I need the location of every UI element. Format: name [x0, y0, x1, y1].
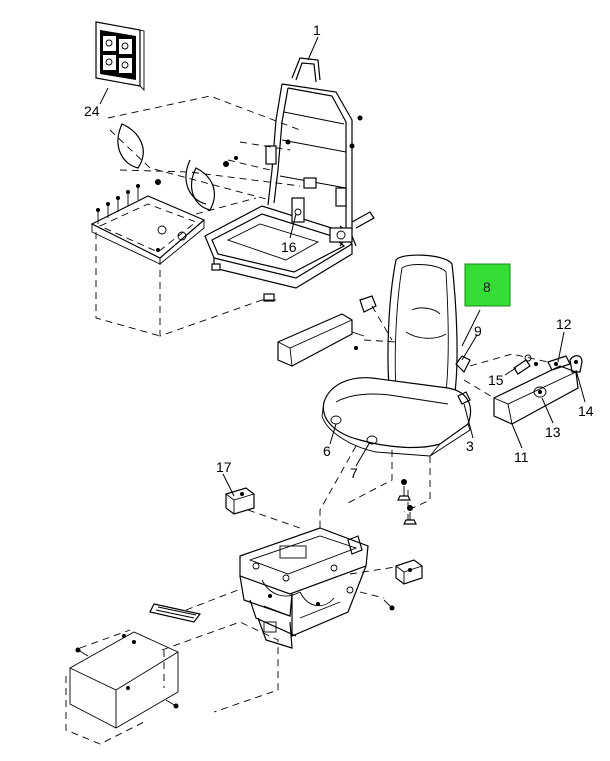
seat-suspension-base [239, 527, 369, 649]
callout-3[interactable]: 3 [466, 438, 474, 454]
callout-6[interactable]: 6 [323, 443, 331, 459]
callout-17[interactable]: 17 [216, 459, 232, 475]
part-17-bracket [225, 487, 255, 515]
callout-1[interactable]: 1 [313, 22, 321, 38]
part-1-seat-back-frame [265, 57, 363, 247]
spacer-strip [149, 603, 202, 623]
left-armrest [277, 295, 397, 367]
part-15-fastener [513, 354, 538, 375]
leader-lines [99, 36, 586, 497]
callout-12[interactable]: 12 [556, 316, 572, 332]
callout-14[interactable]: 14 [578, 403, 594, 419]
seat-base-frame [204, 197, 375, 302]
part-12-armrest-bracket [547, 355, 571, 371]
callout-9[interactable]: 9 [474, 323, 482, 339]
part-14-end-cap [569, 355, 583, 373]
part-24-decal-panel [95, 21, 145, 92]
part-8-seat-assembly [321, 254, 472, 457]
callout-24[interactable]: 24 [84, 103, 100, 119]
storage-box [65, 631, 179, 745]
base-fasteners [383, 479, 417, 611]
upper-exploded-lines [95, 95, 301, 337]
cushion-springs [117, 123, 238, 211]
callout-8[interactable]: 8 [483, 279, 491, 295]
lower-exploded-lines [79, 445, 431, 713]
callout-16[interactable]: 16 [281, 239, 297, 255]
callout-7[interactable]: 7 [350, 465, 358, 481]
seat-pan-plate [90, 184, 206, 265]
base-side-bracket [395, 559, 423, 585]
seat-pan-pins [96, 184, 140, 224]
part-11-right-armrest [493, 365, 579, 425]
callout-13[interactable]: 13 [545, 424, 561, 440]
callout-15[interactable]: 15 [488, 372, 504, 388]
highlight-box-8[interactable] [464, 263, 511, 307]
callout-11[interactable]: 11 [514, 449, 529, 465]
